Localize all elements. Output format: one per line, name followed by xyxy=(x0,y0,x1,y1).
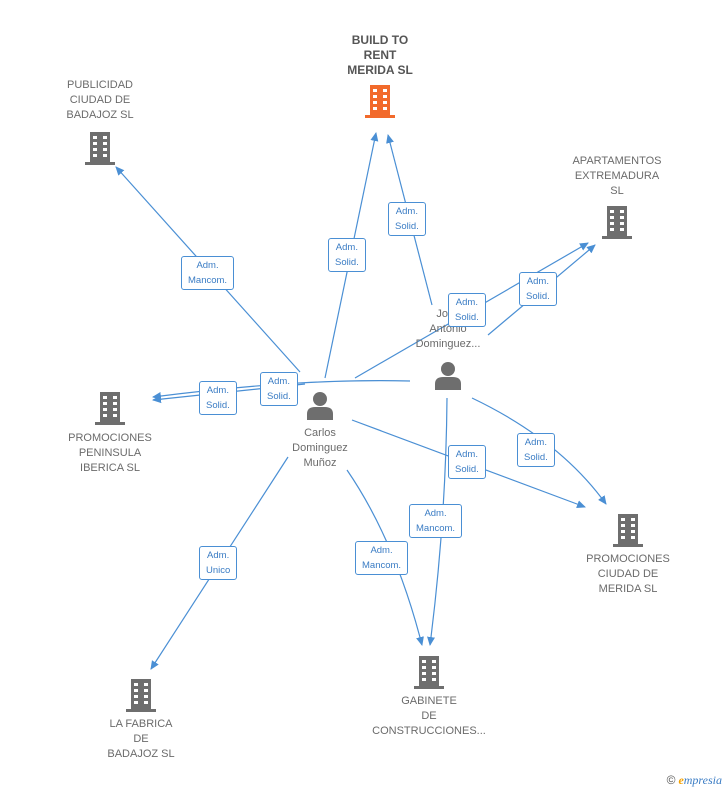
person-label: Carlos Dominguez Muñoz xyxy=(292,427,348,469)
role-badge[interactable]: Adm. Solid. xyxy=(519,272,557,306)
company-promociones-ciudad-merida[interactable]: PROMOCIONES CIUDAD DE MERIDA SL xyxy=(553,513,703,597)
company-apartamentos-extremadura[interactable]: APARTAMENTOS EXTREMADURA SL xyxy=(542,154,692,239)
building-icon xyxy=(85,132,115,165)
role-badge[interactable]: Adm. Solid. xyxy=(448,293,486,327)
role-badge[interactable]: Adm. Unico xyxy=(199,546,238,580)
building-icon xyxy=(613,514,643,547)
building-icon xyxy=(602,206,632,239)
building-icon xyxy=(95,392,125,425)
person-icon xyxy=(307,392,333,420)
company-label: PROMOCIONES PENINSULA IBERICA SL xyxy=(68,432,152,474)
role-badge[interactable]: Adm. Mancom. xyxy=(409,504,463,538)
building-icon xyxy=(126,679,156,712)
company-label: LA FABRICA DE BADAJOZ SL xyxy=(107,718,175,760)
company-label: PROMOCIONES CIUDAD DE MERIDA SL xyxy=(586,553,670,595)
company-promociones-peninsula-iberica[interactable]: PROMOCIONES PENINSULA IBERICA SL xyxy=(35,391,185,476)
role-badge[interactable]: Adm. Mancom. xyxy=(181,256,235,290)
role-badge[interactable]: Adm. Solid. xyxy=(199,381,237,415)
brand-footer[interactable]: © empresia xyxy=(667,773,722,788)
role-badge[interactable]: Adm. Solid. xyxy=(517,433,555,467)
company-label: APARTAMENTOS EXTREMADURA SL xyxy=(572,155,662,197)
role-badge[interactable]: Adm. Solid. xyxy=(448,445,486,479)
copyright-icon: © xyxy=(666,773,676,787)
company-build-to-rent-merida[interactable]: BUILD TO RENT MERIDA SL xyxy=(305,33,455,118)
person-icon xyxy=(435,362,461,390)
building-icon xyxy=(365,85,395,118)
person-carlos-dominguez-munoz[interactable]: Carlos Dominguez Muñoz xyxy=(265,390,375,471)
brand-logo-text: mpresia xyxy=(683,773,722,787)
building-icon xyxy=(414,656,444,689)
role-badge[interactable]: Adm. Mancom. xyxy=(355,541,409,575)
brand-logo-e: e xyxy=(678,773,684,787)
role-badge[interactable]: Adm. Solid. xyxy=(328,238,366,272)
company-la-fabrica-badajoz[interactable]: LA FABRICA DE BADAJOZ SL xyxy=(66,678,216,762)
role-badge[interactable]: Adm. Solid. xyxy=(388,202,426,236)
company-label: BUILD TO RENT MERIDA SL xyxy=(347,33,413,77)
role-badge[interactable]: Adm. Solid. xyxy=(260,372,298,406)
company-label: PUBLICIDAD CIUDAD DE BADAJOZ SL xyxy=(66,79,134,121)
company-label: GABINETE DE CONSTRUCCIONES... xyxy=(372,695,486,737)
company-publicidad-ciudad-badajoz[interactable]: PUBLICIDAD CIUDAD DE BADAJOZ SL xyxy=(25,78,175,165)
company-gabinete-construcciones[interactable]: GABINETE DE CONSTRUCCIONES... xyxy=(354,655,504,739)
